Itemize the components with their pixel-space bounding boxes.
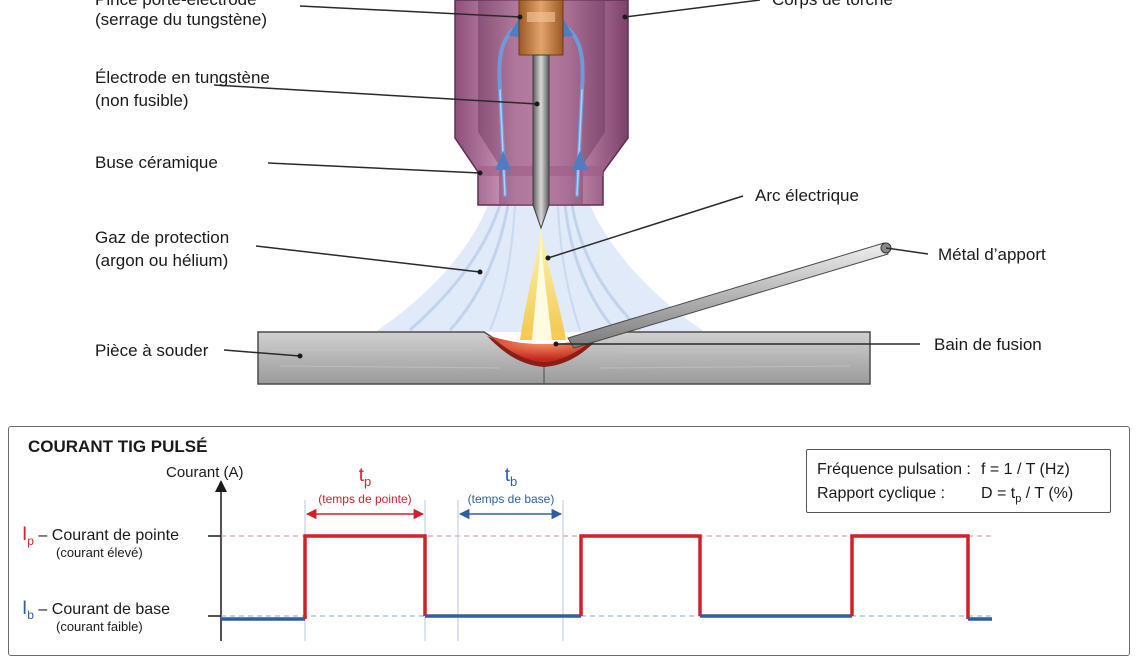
ib-label: Ib – Courant de base (courant faible) xyxy=(22,598,171,634)
label-pince-porte-electrode: Pince porte-électrode xyxy=(95,0,257,11)
leader-lines xyxy=(213,0,929,357)
label-electrode-tungstene: Électrode en tungstène xyxy=(95,68,270,87)
frequency-formula: Fréquence pulsation :f = 1 / T (Hz) xyxy=(817,461,1070,478)
label-metal-apport: Métal d’apport xyxy=(938,245,1046,264)
tb-label: tb (temps de base) xyxy=(458,466,564,506)
pulse-waveform xyxy=(221,534,992,621)
formula-box: Fréquence pulsation :f = 1 / T (Hz) Rapp… xyxy=(806,449,1111,513)
label-arc-electrique: Arc électrique xyxy=(755,186,859,205)
label-gaz-protection: Gaz de protection xyxy=(95,228,230,247)
collet xyxy=(518,0,564,56)
ip-label: Ip – Courant de pointe (courant élevé) xyxy=(22,524,179,560)
label-corps-de-torche: Corps de torche xyxy=(772,0,893,11)
tb-description: (temps de base) xyxy=(467,491,555,506)
electric-arc xyxy=(520,230,566,340)
axis-title-courant: Courant (A) xyxy=(166,464,244,481)
label-buse-ceramique: Buse céramique xyxy=(95,153,218,172)
duty-cycle-formula: Rapport cyclique :D = tp / T (%) xyxy=(817,485,1074,506)
ip-description: (courant élevé) xyxy=(56,545,143,560)
tp-label: tp (temps de pointe) xyxy=(306,466,424,506)
label-gaz-sub: (argon ou hélium) xyxy=(95,251,229,270)
label-electrode-sub: (non fusible) xyxy=(95,91,189,110)
ib-description: (courant faible) xyxy=(56,619,143,634)
tp-description: (temps de pointe) xyxy=(318,491,412,506)
gas-flow-arrows xyxy=(495,19,588,197)
pulse-waveform-chart xyxy=(208,480,995,641)
tig-torch-illustration xyxy=(213,0,929,385)
label-bain-de-fusion: Bain de fusion xyxy=(934,335,1042,354)
pulse-panel-title: COURANT TIG PULSÉ xyxy=(28,437,208,456)
time-guides xyxy=(304,500,564,641)
tungsten-electrode xyxy=(532,54,550,230)
label-pince-sub: (serrage du tungstène) xyxy=(95,10,267,29)
label-piece-a-souder: Pièce à souder xyxy=(95,341,209,360)
